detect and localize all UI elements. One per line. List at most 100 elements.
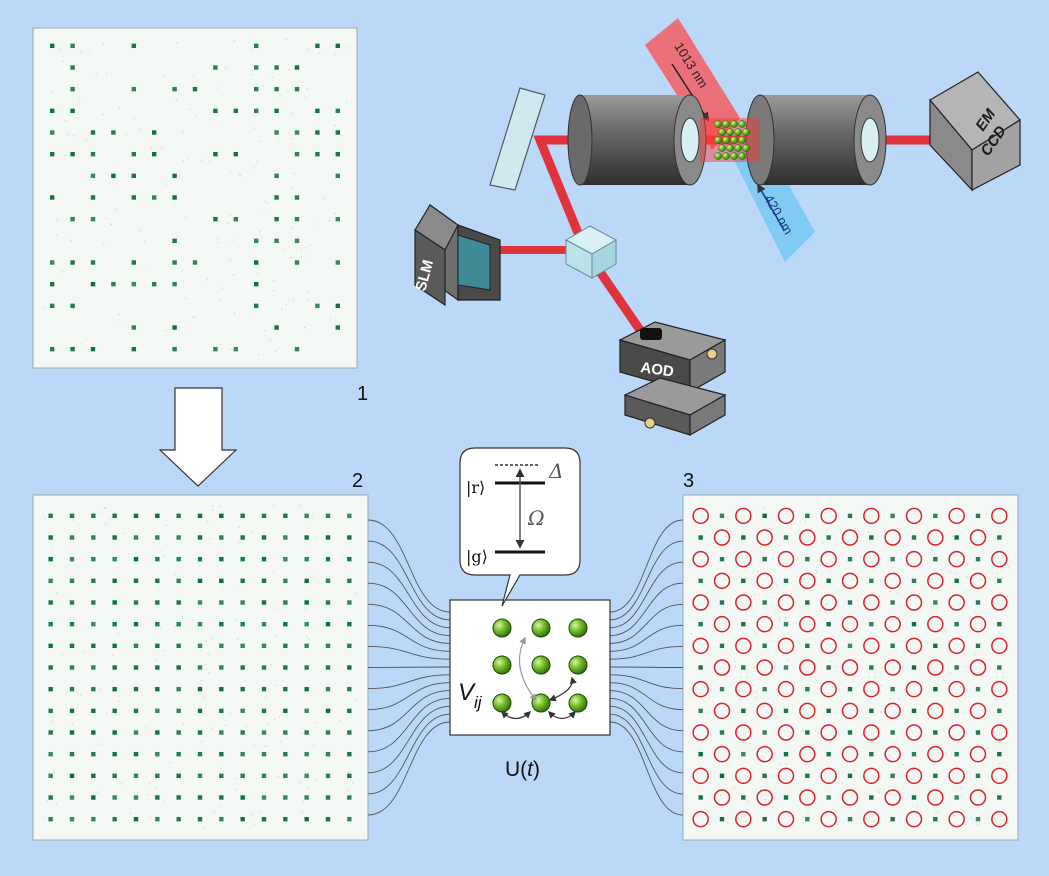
atom-dot bbox=[890, 643, 895, 649]
noise-speckle bbox=[859, 556, 862, 558]
noise-speckle bbox=[201, 741, 203, 743]
atom-dot bbox=[325, 513, 331, 519]
noise-speckle bbox=[916, 805, 918, 807]
atom-dot bbox=[283, 621, 288, 627]
noise-speckle bbox=[277, 776, 279, 778]
noise-speckle bbox=[878, 792, 880, 794]
atom-dot bbox=[69, 665, 75, 670]
noise-speckle bbox=[307, 787, 309, 790]
atom-dot bbox=[155, 730, 160, 735]
atom-dot bbox=[69, 773, 75, 779]
atom-dot bbox=[911, 708, 917, 714]
rydberg-atom-circle bbox=[991, 507, 1008, 525]
panel-2-atom-array bbox=[44, 505, 357, 829]
atom-dot bbox=[283, 730, 288, 735]
noise-speckle bbox=[285, 622, 288, 624]
rydberg-atom-circle bbox=[969, 702, 987, 720]
atom-dot bbox=[261, 751, 267, 757]
noise-speckle bbox=[82, 651, 84, 653]
atom-dot bbox=[197, 513, 203, 519]
atom-dot bbox=[112, 686, 117, 692]
noise-speckle bbox=[200, 680, 203, 682]
noise-speckle bbox=[313, 744, 315, 746]
atom-dot bbox=[70, 108, 75, 114]
atom-dot bbox=[70, 346, 75, 352]
noise-speckle bbox=[334, 125, 336, 127]
noise-speckle bbox=[943, 730, 945, 732]
ground-state-label: |g⟩ bbox=[466, 547, 488, 566]
objective-lens-right bbox=[745, 94, 887, 186]
atom-dot bbox=[48, 535, 53, 540]
noise-speckle bbox=[163, 75, 166, 78]
atom-dot bbox=[890, 773, 895, 779]
atom-dot bbox=[954, 795, 959, 800]
atom-dot bbox=[826, 751, 831, 757]
atom-dot bbox=[69, 600, 75, 605]
noise-speckle bbox=[985, 712, 987, 714]
noise-speckle bbox=[224, 67, 227, 69]
atom-dot bbox=[131, 86, 136, 92]
rydberg-atom-circle bbox=[799, 789, 816, 806]
noise-speckle bbox=[981, 548, 984, 550]
atom-dot bbox=[133, 751, 139, 757]
noise-speckle bbox=[194, 114, 197, 116]
noise-speckle bbox=[793, 510, 796, 512]
noise-speckle bbox=[165, 330, 167, 332]
atom-dot bbox=[197, 535, 203, 540]
noise-speckle bbox=[278, 715, 280, 718]
atom-dot bbox=[826, 795, 831, 800]
atom-dot bbox=[911, 795, 917, 800]
trapped-atom bbox=[718, 128, 726, 136]
noise-speckle bbox=[746, 708, 748, 710]
noise-speckle bbox=[764, 799, 766, 801]
atom-dot bbox=[975, 730, 981, 735]
noise-speckle bbox=[274, 635, 276, 637]
noise-speckle bbox=[189, 108, 191, 110]
noise-speckle bbox=[185, 297, 187, 299]
noise-speckle bbox=[753, 594, 756, 596]
atom-dot bbox=[911, 621, 917, 627]
noise-speckle bbox=[253, 744, 255, 746]
atom-dot bbox=[304, 686, 309, 692]
atom-dot bbox=[783, 578, 789, 584]
atom-dot bbox=[805, 773, 810, 779]
noise-speckle bbox=[71, 723, 73, 725]
noise-speckle bbox=[290, 112, 292, 115]
noise-speckle bbox=[90, 580, 93, 582]
noise-speckle bbox=[161, 147, 163, 150]
noise-speckle bbox=[50, 795, 53, 797]
atom-dot bbox=[197, 686, 203, 692]
atom-dot bbox=[294, 346, 300, 352]
atom-dot bbox=[112, 795, 117, 800]
interacting-atom-sphere bbox=[531, 655, 551, 675]
atom-dot bbox=[283, 513, 288, 519]
noise-speckle bbox=[204, 697, 206, 699]
noise-speckle bbox=[53, 729, 55, 731]
noise-speckle bbox=[930, 549, 932, 551]
atom-dot bbox=[954, 621, 959, 627]
atom-dot bbox=[274, 173, 279, 179]
noise-speckle bbox=[895, 773, 897, 775]
atom-dot bbox=[69, 816, 75, 822]
rydberg-atom-circle bbox=[756, 745, 773, 763]
trapped-atom bbox=[730, 152, 738, 160]
atom-dot bbox=[219, 751, 224, 757]
atom-dot bbox=[274, 86, 279, 92]
atom-dot bbox=[933, 600, 938, 605]
noise-speckle bbox=[960, 787, 962, 789]
atom-dot bbox=[91, 621, 96, 627]
rydberg-atom-circle bbox=[799, 529, 816, 546]
noise-speckle bbox=[214, 811, 216, 813]
atom-dot bbox=[254, 281, 259, 287]
noise-speckle bbox=[65, 120, 67, 122]
atom-dot bbox=[240, 513, 245, 519]
rydberg-atom-circle bbox=[820, 637, 837, 655]
atom-dot bbox=[283, 686, 288, 692]
atom-dot bbox=[274, 65, 279, 70]
noise-speckle bbox=[756, 710, 758, 713]
atom-dot bbox=[176, 513, 181, 519]
noise-speckle bbox=[853, 769, 855, 771]
noise-speckle bbox=[118, 700, 120, 702]
noise-speckle bbox=[807, 692, 809, 694]
noise-speckle bbox=[934, 676, 936, 678]
